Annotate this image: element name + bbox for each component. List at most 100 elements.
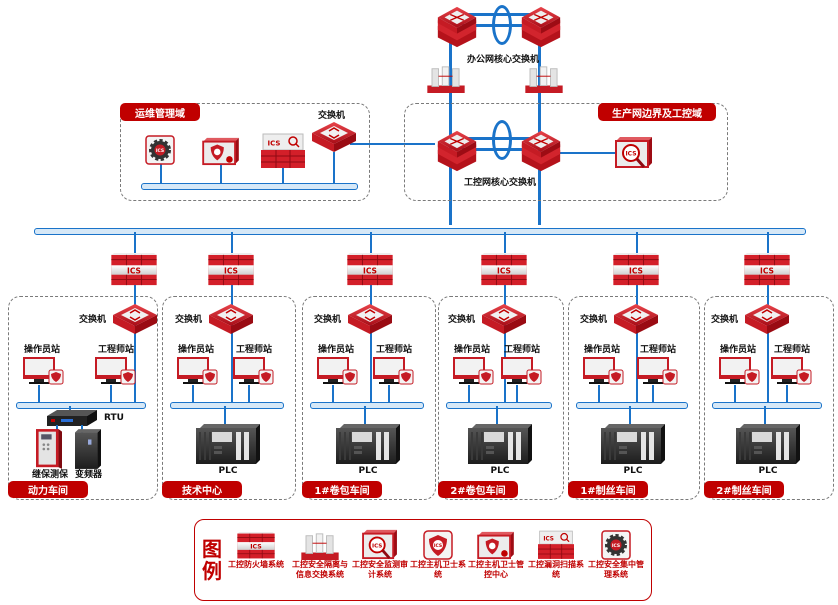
op-station-icon[interactable] [176,356,218,386]
link [598,385,600,403]
link [629,406,631,426]
link [364,406,366,426]
ics-firewall-icon[interactable] [206,253,256,287]
ops-zone-title: 运维管理域 [120,103,200,121]
op-station-label: 操作员站 [318,345,355,355]
security-mgmt-icon[interactable] [145,135,175,165]
security-mgmt-icon [601,530,631,560]
access-switch[interactable] [346,302,394,336]
rtu-icon[interactable] [47,410,97,428]
eng-station-icon[interactable] [770,356,812,386]
workshop-title: 2#制丝车间 [704,481,784,498]
plc-icon[interactable] [601,424,665,464]
workshop-title: 1#制丝车间 [568,481,648,498]
access-switch[interactable] [612,302,660,336]
plc-icon[interactable] [336,424,400,464]
host-guard-center-icon[interactable] [201,136,241,166]
legend-item-audit: 工控安全监测审计系统 [349,528,411,580]
ops-switch[interactable] [310,120,358,154]
eng-station-icon[interactable] [372,356,414,386]
op-station-icon[interactable] [316,356,358,386]
vuln-scan-icon [538,530,574,560]
rtu-label: RTU [104,413,124,423]
eng-station-icon[interactable] [232,356,274,386]
office-core-switch-2[interactable] [518,4,564,48]
ics-core-label: 工控网核心交换机 [464,178,537,188]
switch-label: 交换机 [580,315,608,325]
plc-label: PLC [758,466,778,476]
workshop-zone [302,296,436,500]
link [282,168,284,184]
ics-firewall-icon[interactable] [479,253,529,287]
access-switch[interactable] [111,302,159,336]
workshop-bus [712,402,822,409]
ics-core-switch-2[interactable] [518,128,564,172]
eng-station-icon[interactable] [94,356,136,386]
ics-firewall-icon[interactable] [742,253,792,287]
workshop-bus [310,402,424,409]
workshop-title: 技术中心 [162,481,242,498]
switch-label: 交换机 [711,315,739,325]
workshop-zone [162,296,296,500]
plc-icon[interactable] [736,424,800,464]
access-switch[interactable] [207,302,255,336]
ics-core-switch-1[interactable] [434,128,480,172]
switch-label: 交换机 [175,315,203,325]
workshop-title: 动力车间 [8,481,88,498]
legend-item-security-mgmt: 工控安全集中管理系统 [585,530,647,580]
link [333,152,335,184]
office-core-switch-1[interactable] [434,4,480,48]
gatekeeper-icon [300,532,340,560]
plc-icon[interactable] [196,424,260,464]
stack-ring-icon [492,5,512,45]
op-station-label: 操作员站 [454,345,491,355]
vuln-scan-icon[interactable] [261,133,305,169]
host-guard-center-icon [476,530,516,560]
plc-label: PLC [490,466,510,476]
eng-station-icon[interactable] [500,356,542,386]
link [786,385,788,403]
link [560,152,620,154]
uplink-line [449,30,452,225]
inverter-icon[interactable] [75,429,101,469]
ics-firewall-icon[interactable] [611,253,661,287]
gatekeeper-icon[interactable] [426,65,466,93]
relay-protection-icon[interactable] [36,429,62,469]
gatekeeper-icon[interactable] [524,65,564,93]
eng-station-label: 工程师站 [376,345,413,355]
workshop-title: 1#卷包车间 [302,481,382,498]
access-switch[interactable] [480,302,528,336]
op-station-icon[interactable] [718,356,760,386]
op-station-icon[interactable] [452,356,494,386]
link [468,385,470,403]
link [224,406,226,426]
link [192,385,194,403]
eng-station-label: 工程师站 [640,345,677,355]
link [388,385,390,403]
link [248,385,250,403]
access-switch[interactable] [743,302,791,336]
plc-icon[interactable] [468,424,532,464]
workshop-bus [170,402,284,409]
op-station-icon[interactable] [582,356,624,386]
eng-station-icon[interactable] [636,356,678,386]
op-station-icon[interactable] [22,356,64,386]
host-guard-icon [423,530,453,560]
legend-item-gatekeeper: 工控安全隔离与信息交换系统 [289,532,351,580]
ops-switch-label: 交换机 [318,111,346,121]
prod-zone [404,103,728,201]
workshop-bus [446,402,552,409]
link [332,385,334,403]
ics-firewall-icon[interactable] [109,253,159,287]
link [734,385,736,403]
ics-firewall-icon[interactable] [345,253,395,287]
link [764,406,766,426]
audit-icon[interactable] [614,135,654,169]
ics-firewall-icon [236,532,276,560]
eng-station-label: 工程师站 [774,345,811,355]
link [516,385,518,403]
eng-station-label: 工程师站 [236,345,273,355]
legend-item-host-guard: 工控主机卫士系统 [407,530,469,580]
plc-label: PLC [358,466,378,476]
link [38,385,40,403]
